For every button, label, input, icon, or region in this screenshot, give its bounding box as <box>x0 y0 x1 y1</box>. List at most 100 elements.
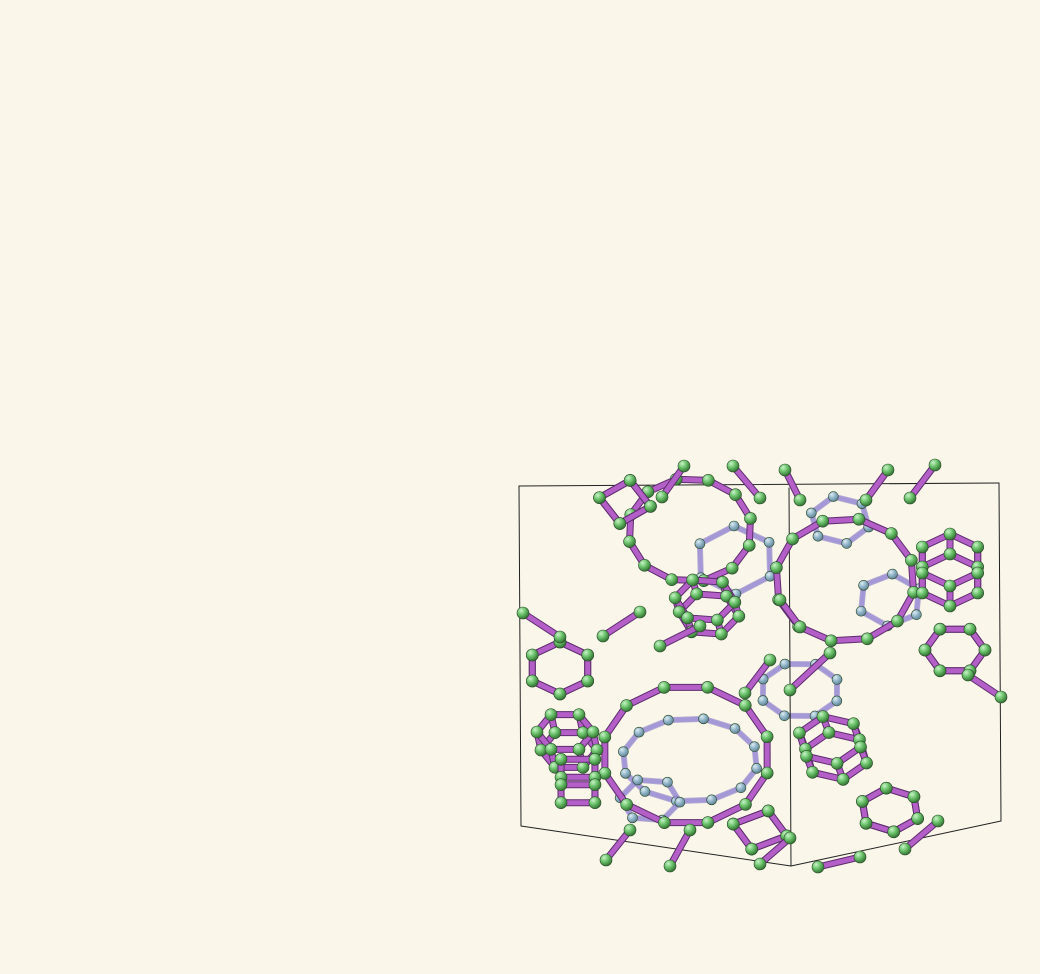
back-atom <box>751 763 762 774</box>
bond <box>705 801 749 826</box>
atom <box>554 778 568 792</box>
cell-edge <box>520 825 792 867</box>
atom <box>783 683 797 697</box>
bond <box>742 657 773 696</box>
atom <box>686 573 699 587</box>
atom <box>620 699 633 712</box>
atom <box>793 620 807 634</box>
atom <box>822 726 836 739</box>
bond <box>705 684 748 708</box>
bond <box>659 463 687 500</box>
atom <box>593 491 606 504</box>
atom <box>943 579 957 593</box>
atom <box>778 463 792 477</box>
atom <box>716 575 729 589</box>
atom <box>854 740 867 754</box>
atom <box>905 553 918 567</box>
atom <box>530 725 544 739</box>
atom <box>655 490 669 504</box>
atom <box>581 648 595 662</box>
back-atom <box>779 658 791 670</box>
bond <box>733 574 773 597</box>
atom <box>576 761 590 774</box>
back-atom <box>779 710 790 722</box>
atom <box>753 857 767 871</box>
atom <box>880 781 893 795</box>
atom <box>726 459 740 473</box>
back-atom <box>841 538 852 549</box>
bond <box>902 818 941 852</box>
atom <box>915 540 929 554</box>
bond <box>624 802 667 826</box>
back-atom <box>706 794 717 806</box>
atom <box>554 752 568 766</box>
bond <box>787 650 833 693</box>
atom <box>665 573 678 586</box>
atom <box>553 687 567 701</box>
atom <box>644 500 657 513</box>
atom <box>702 474 715 487</box>
atom <box>915 586 929 600</box>
atom <box>806 766 819 779</box>
back-atom <box>729 723 741 734</box>
atom <box>681 611 694 625</box>
atom <box>793 493 807 507</box>
back-atom <box>749 741 760 752</box>
atom <box>793 726 806 740</box>
atom <box>971 566 985 580</box>
atom <box>760 730 774 744</box>
bond <box>757 835 793 867</box>
bond <box>623 684 667 709</box>
atom <box>943 547 957 561</box>
atom <box>588 778 602 792</box>
cell-edge <box>998 482 1002 822</box>
back-atom <box>620 768 631 779</box>
back-atom <box>911 609 922 620</box>
bond <box>657 623 703 649</box>
atom <box>596 629 610 643</box>
atom <box>690 587 703 601</box>
atom <box>816 514 830 528</box>
atom <box>738 686 752 700</box>
atom <box>773 593 787 607</box>
cell-edge <box>790 820 1002 867</box>
cell-edge <box>518 485 522 827</box>
atom <box>613 517 627 530</box>
atom <box>553 630 567 644</box>
atom <box>971 586 985 600</box>
bond <box>642 789 679 804</box>
atom <box>725 561 739 575</box>
atom <box>598 730 612 744</box>
atom <box>739 798 752 811</box>
atom <box>786 532 799 546</box>
atom <box>856 795 869 808</box>
back-atom <box>887 568 898 580</box>
bond <box>667 827 693 869</box>
atom <box>715 627 728 641</box>
atom <box>525 674 539 688</box>
atom <box>599 853 613 867</box>
bond <box>666 716 706 723</box>
atom <box>898 842 912 856</box>
atom <box>638 559 651 572</box>
atom <box>623 535 636 548</box>
bond <box>766 540 773 579</box>
atom <box>860 632 874 646</box>
atom <box>770 561 783 574</box>
atom <box>859 493 873 507</box>
atom <box>852 512 866 526</box>
atom <box>554 796 568 810</box>
bond <box>697 523 737 546</box>
back-atom <box>831 695 843 707</box>
atom <box>729 488 742 501</box>
bond <box>815 854 863 870</box>
back-atom <box>757 695 769 706</box>
cell-edge <box>518 482 1000 487</box>
bond <box>730 463 763 501</box>
atom <box>701 681 714 694</box>
atom <box>732 609 746 623</box>
atom <box>816 710 830 723</box>
atom <box>701 816 715 829</box>
